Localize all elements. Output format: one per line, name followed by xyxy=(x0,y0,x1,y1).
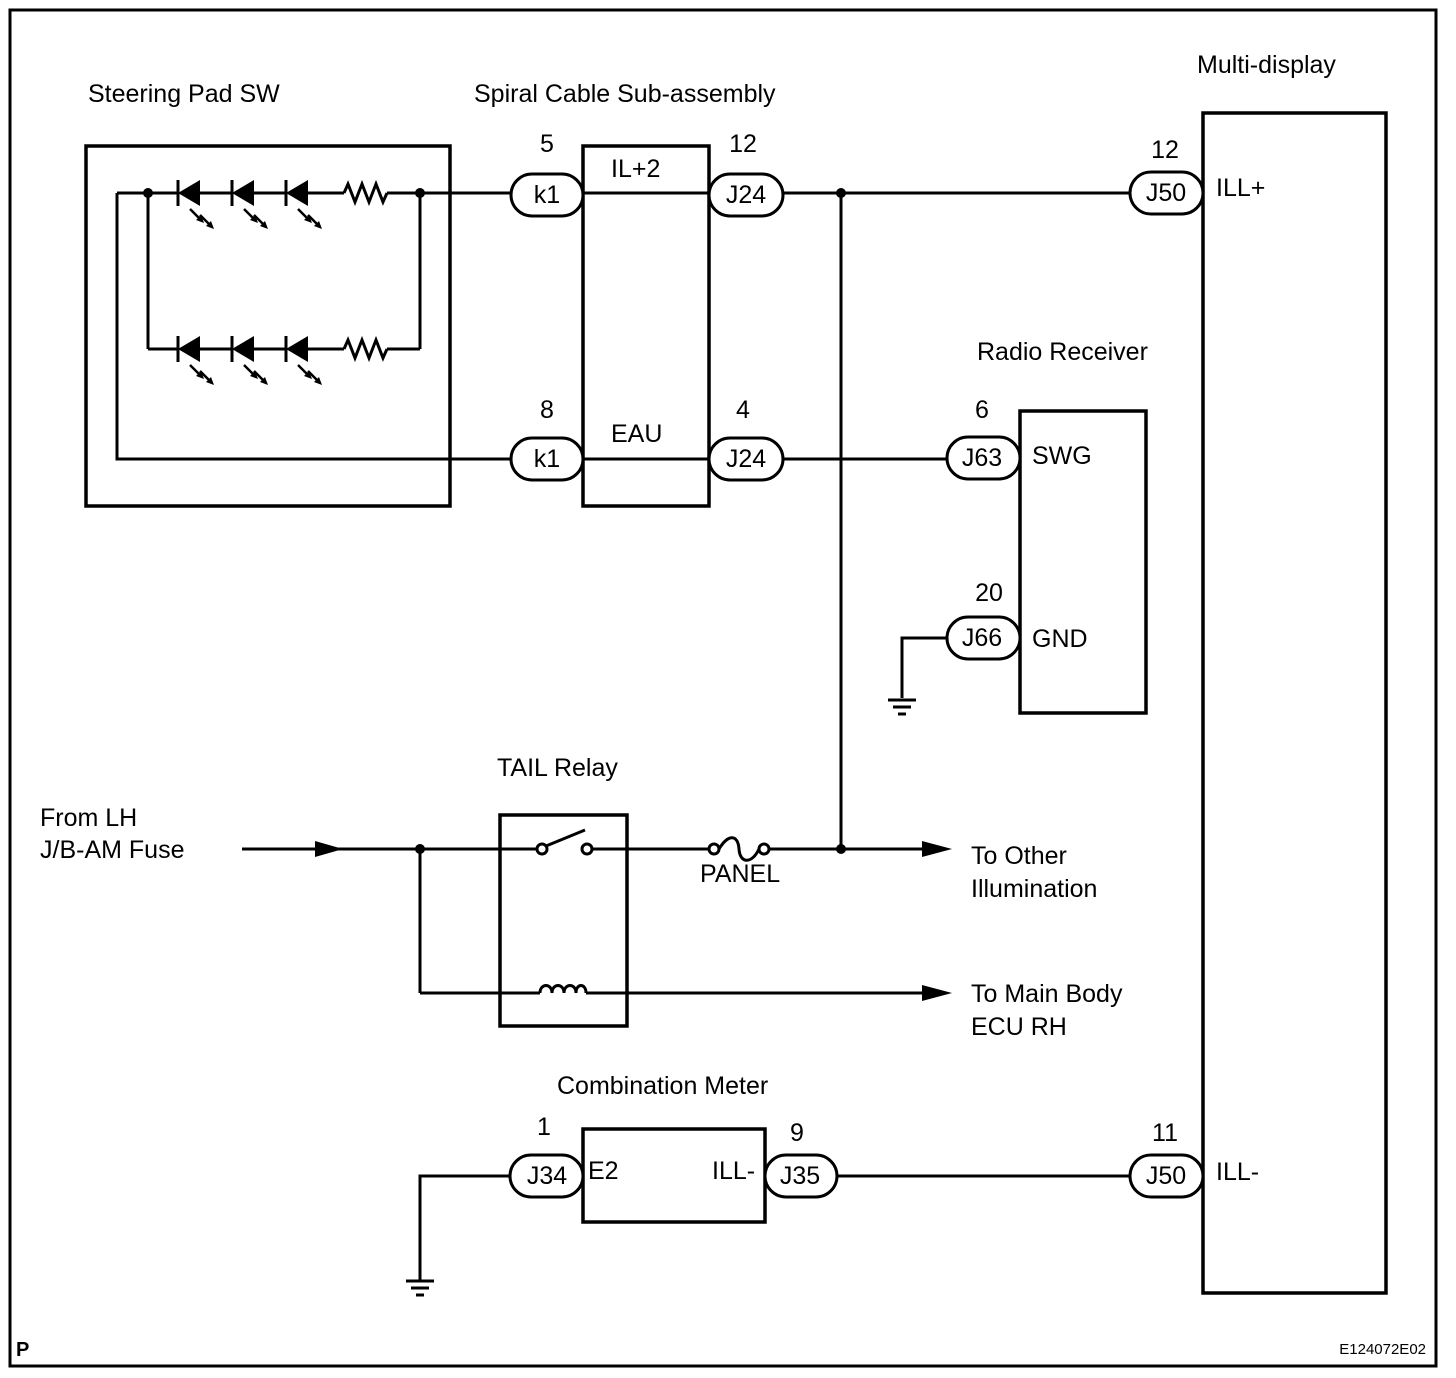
connector-k1-pin5: 5 k1 xyxy=(509,130,585,218)
connector-j66-pin20: 20 J66 xyxy=(945,579,1022,661)
arrow-icon xyxy=(315,841,343,857)
arrow-icon xyxy=(922,985,952,1001)
connector-j24-pin4: 4 J24 xyxy=(707,396,785,482)
connector-id: k1 xyxy=(534,445,560,473)
connector-pin-number: 8 xyxy=(540,396,554,424)
spiral-cable-title: Spiral Cable Sub-assembly xyxy=(474,80,776,108)
diagram-frame xyxy=(8,8,1438,1368)
radio-receiver-box xyxy=(1018,409,1148,715)
terminal-ill-minus: ILL- xyxy=(1216,1158,1259,1186)
terminal-ill-plus: ILL+ xyxy=(1216,174,1265,202)
steering-pad-sw-box xyxy=(84,144,452,508)
tail-relay-title: TAIL Relay xyxy=(497,754,618,782)
corner-label: P xyxy=(16,1339,29,1361)
connector-pin-number: 4 xyxy=(736,396,750,424)
arrow-icon xyxy=(922,841,952,857)
destination-main-line2: ECU RH xyxy=(971,1013,1067,1041)
connector-id: J24 xyxy=(726,445,766,473)
connector-pin-number: 12 xyxy=(729,130,757,158)
connector-id: k1 xyxy=(534,181,560,209)
connector-j50-pin12: 12 J50 xyxy=(1128,136,1205,216)
combination-meter-title: Combination Meter xyxy=(557,1072,768,1100)
connector-j63-pin6: 6 J63 xyxy=(945,396,1022,481)
terminal-meter-ill-minus: ILL- xyxy=(712,1157,755,1185)
multi-display-box xyxy=(1201,111,1388,1295)
connector-j35-pin9: 9 J35 xyxy=(763,1119,839,1199)
terminal-il2: IL+2 xyxy=(611,155,660,183)
destination-other-line1: To Other xyxy=(971,842,1067,870)
ground-icon xyxy=(886,698,918,716)
connector-id: J24 xyxy=(726,181,766,209)
terminal-e2: E2 xyxy=(588,1157,619,1185)
relay-coil-icon xyxy=(538,984,588,994)
destination-other-line2: Illumination xyxy=(971,875,1097,903)
connector-id: J34 xyxy=(527,1162,567,1190)
terminal-eau: EAU xyxy=(611,420,662,448)
destination-main-line1: To Main Body xyxy=(971,980,1123,1008)
figure-code: E124072E02 xyxy=(1339,1341,1426,1358)
connector-pin-number: 6 xyxy=(975,396,989,424)
connector-pin-number: 12 xyxy=(1151,136,1179,164)
spiral-cable-box xyxy=(581,144,711,508)
connector-j34-pin1: 1 J34 xyxy=(508,1113,585,1199)
connector-id: J63 xyxy=(962,444,1002,472)
connector-pin-number: 11 xyxy=(1152,1119,1178,1147)
connector-pin-number: 5 xyxy=(540,130,554,158)
connector-pin-number: 20 xyxy=(975,579,1003,607)
connector-j50-pin11: 11 J50 xyxy=(1128,1119,1205,1199)
ground-icon xyxy=(404,1279,436,1297)
connector-pin-number: 1 xyxy=(537,1113,551,1141)
fuse-icon xyxy=(707,836,771,862)
source-label-line2: J/B-AM Fuse xyxy=(40,836,184,864)
connector-id: J66 xyxy=(962,624,1002,652)
relay-switch-icon xyxy=(535,828,594,856)
connector-k1-pin8: 8 k1 xyxy=(509,396,585,482)
panel-fuse-label: PANEL xyxy=(700,860,780,888)
multi-display-title: Multi-display xyxy=(1197,51,1336,79)
connector-id: J50 xyxy=(1146,179,1186,207)
connector-pin-number: 9 xyxy=(790,1119,804,1147)
terminal-swg: SWG xyxy=(1032,442,1092,470)
wires xyxy=(242,188,1130,1280)
terminal-gnd: GND xyxy=(1032,625,1088,653)
source-label-line1: From LH xyxy=(40,804,137,832)
steering-pad-sw-title: Steering Pad SW xyxy=(88,80,280,108)
connector-j24-pin12: 12 J24 xyxy=(707,130,785,218)
connector-id: J35 xyxy=(780,1162,820,1190)
steering-pad-circuit xyxy=(115,179,511,461)
radio-receiver-title: Radio Receiver xyxy=(977,338,1148,366)
connector-id: J50 xyxy=(1146,1162,1186,1190)
